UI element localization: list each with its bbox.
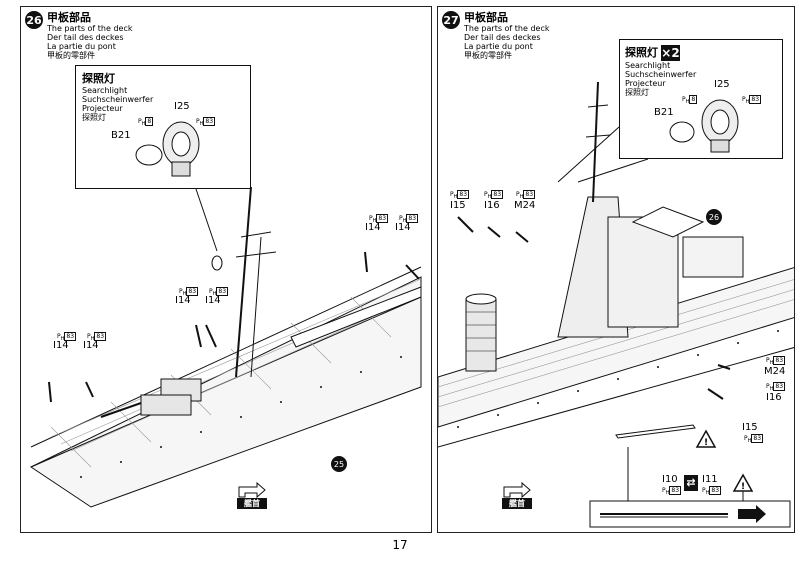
part-i25-label: I25 [174, 101, 190, 112]
callout-title: 探照灯 [82, 72, 115, 85]
warning-icon [695, 429, 717, 448]
bow-label: 艦首 [237, 498, 267, 509]
callout-title: 探照灯×2 [625, 45, 680, 61]
part-i15-label: I15 [742, 422, 758, 433]
step-26-number: 26 [25, 11, 43, 29]
bow-indicator: 艦首 [498, 481, 542, 509]
callout-cn: 探照灯 [625, 88, 649, 97]
part-i14-label: I14 [205, 295, 221, 306]
part-b21-label: B21 [654, 107, 674, 118]
step-27-title: 甲板部品 [464, 11, 508, 24]
step-26-title: 甲板部品 [47, 11, 91, 24]
searchlight-callout: 探照灯×2 Searchlight Suchscheinwerfer Proje… [619, 39, 783, 159]
step-27-de: Der tail des deckes [464, 33, 541, 42]
bow-arrow-icon [503, 481, 531, 499]
page-number: 17 [392, 538, 408, 552]
part-m24-label: M24 [514, 200, 536, 211]
callout-en: Searchlight [625, 61, 671, 70]
step-27-en: The parts of the deck [464, 24, 550, 33]
part-i14-label: I14 [365, 222, 381, 233]
quantity-badge: ×2 [661, 45, 680, 61]
bow-arrow-icon [238, 481, 266, 499]
step-26-de: Der tail des deckes [47, 33, 124, 42]
mirror-part-icon: ⇄ [684, 475, 698, 491]
ship-drawing-left: 25 [29, 186, 422, 508]
step-27-header: 27 甲板部品 The parts of the deck Der tail d… [442, 11, 550, 60]
bow-indicator: 艦首 [233, 481, 277, 509]
callout-fr: Projecteur [82, 104, 123, 113]
svg-text:!: ! [704, 438, 708, 448]
step-27-panel: 27 甲板部品 The parts of the deck Der tail d… [437, 6, 795, 533]
callout-fr: Projecteur [625, 79, 666, 88]
part-i14-label: I14 [83, 340, 99, 351]
step-27-cn: 甲板的零部件 [464, 51, 512, 60]
step-27-marker: 26 [709, 213, 719, 222]
part-i14-label: I14 [53, 340, 69, 351]
callout-de: Suchscheinwerfer [625, 70, 697, 79]
bow-label: 艦首 [502, 498, 532, 509]
callout-en: Searchlight [82, 86, 128, 95]
callout-cn: 探照灯 [82, 113, 106, 122]
part-i14-label: I14 [175, 295, 191, 306]
ship-drawing-right: 26 ! ! [438, 81, 794, 528]
part-b21-label: B21 [111, 130, 131, 141]
step-26-fr: La partie du pont [47, 42, 116, 51]
step-26-header: 26 甲板部品 The parts of the deck Der tail d… [25, 11, 133, 60]
part-i15-label: I15 [450, 200, 466, 211]
searchlight-drawing [669, 99, 739, 153]
step-26-en: The parts of the deck [47, 24, 133, 33]
callout-de: Suchscheinwerfer [82, 95, 154, 104]
part-i25-label: I25 [714, 79, 730, 90]
svg-text:!: ! [741, 482, 745, 492]
part-i10-label: I10 [662, 474, 678, 485]
step-27-fr: La partie du pont [464, 42, 533, 51]
step-26-cn: 甲板的零部件 [47, 51, 95, 60]
part-m24-label: M24 [764, 366, 786, 377]
step-26-marker: 25 [334, 460, 344, 469]
part-i16-label: I16 [484, 200, 500, 211]
searchlight-callout: 探照灯 Searchlight Suchscheinwerfer Project… [75, 65, 251, 189]
step-26-panel: 26 甲板部品 The parts of the deck Der tail d… [20, 6, 432, 533]
step-27-number: 27 [442, 11, 460, 29]
part-i11-label: I11 [702, 474, 718, 485]
part-i14-label: I14 [395, 222, 411, 233]
searchlight-drawing [135, 121, 200, 177]
part-i16-label: I16 [766, 392, 782, 403]
